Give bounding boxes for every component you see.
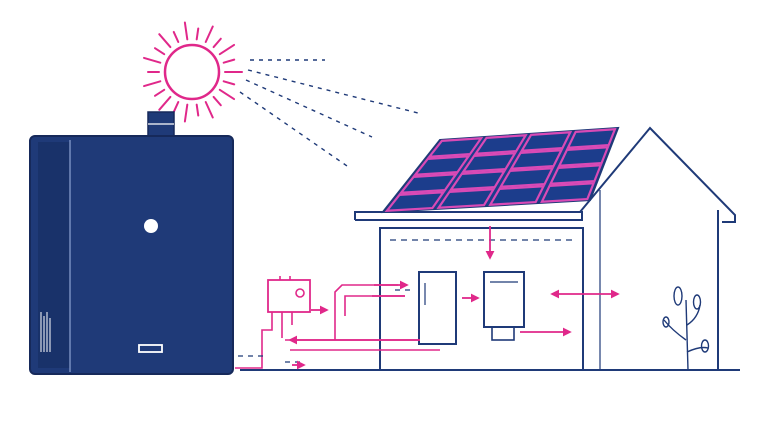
sun-ray <box>222 58 236 64</box>
sun-ray <box>204 101 214 119</box>
sun-ray <box>183 21 189 41</box>
sun-ray <box>212 37 222 49</box>
controller-body <box>267 279 311 313</box>
solar-cell <box>436 188 496 209</box>
plant-leaf <box>692 294 702 310</box>
sun-ray <box>183 103 189 123</box>
solar-cell <box>519 131 573 152</box>
controller-pipe <box>261 312 273 350</box>
inverter-base <box>491 326 515 341</box>
sunbeam-lines <box>239 59 419 169</box>
supply-pipe <box>334 284 398 340</box>
solar-cell <box>540 182 596 203</box>
storage-tank-body <box>418 271 457 345</box>
solar-panel-icon <box>380 126 620 214</box>
inverter-body <box>483 271 525 328</box>
solar-cell <box>473 134 528 155</box>
return-pipe <box>344 295 405 316</box>
plant-branch <box>686 346 709 353</box>
plant-icon <box>662 286 710 371</box>
sun-ray <box>143 56 162 64</box>
sunbeam-line <box>239 91 351 169</box>
solar-cell <box>548 164 603 185</box>
solar-cell <box>412 155 471 176</box>
sun-ray <box>158 33 172 49</box>
sun-ray <box>218 88 236 101</box>
sun-ray <box>172 30 180 43</box>
solar-cell <box>509 149 564 170</box>
plant-leaf <box>673 286 683 306</box>
sun-icon <box>143 21 243 123</box>
sun-ray <box>195 27 200 41</box>
solar-cell <box>498 167 555 188</box>
sunbeam-line <box>247 69 419 114</box>
sun-rays <box>143 21 243 123</box>
plant-leaf <box>662 316 670 328</box>
sun-ray <box>212 95 222 107</box>
unit-handle <box>138 344 163 353</box>
inverter-icon <box>483 271 525 341</box>
unit-side-face <box>38 142 70 368</box>
house-roof-gable <box>579 126 736 223</box>
plant-stem <box>685 299 689 371</box>
flow-arrows <box>288 226 620 370</box>
solar-cell <box>384 191 446 212</box>
unit-indicator-light <box>144 219 158 233</box>
solar-cell <box>488 185 546 206</box>
sun-ray <box>153 88 166 97</box>
water-tank-icon <box>418 271 457 345</box>
sun-disc <box>163 43 221 101</box>
heat-pump-unit-icon <box>29 111 234 375</box>
solar-cell <box>461 152 517 173</box>
solar-cell <box>566 128 617 149</box>
solar-cell <box>398 173 459 194</box>
control-box-icon <box>261 276 311 350</box>
sun-ray <box>153 47 166 56</box>
unit-body <box>29 135 234 375</box>
solar-cell <box>426 137 484 158</box>
sun-ray <box>222 80 236 86</box>
sun-ray <box>218 43 236 56</box>
unit-to-controller-pipe <box>235 350 263 369</box>
sun-ray <box>195 103 200 117</box>
plant-leaf <box>700 339 710 353</box>
house-left-walls <box>379 227 584 370</box>
solar-cell <box>557 146 610 167</box>
solar-cell <box>448 170 507 191</box>
dashed-return-lines <box>238 289 412 363</box>
sun-ray <box>204 25 214 43</box>
controller-dial <box>295 288 305 298</box>
unit-vent-slots <box>40 312 51 352</box>
house-icon <box>240 126 740 371</box>
sun-ray <box>172 101 180 114</box>
plant-branch <box>663 319 687 341</box>
sun-ray <box>143 80 162 88</box>
sun-ray <box>158 95 172 111</box>
pipe-network <box>235 284 440 369</box>
roof-eave <box>354 211 583 221</box>
solar-cell-grid <box>384 128 617 212</box>
